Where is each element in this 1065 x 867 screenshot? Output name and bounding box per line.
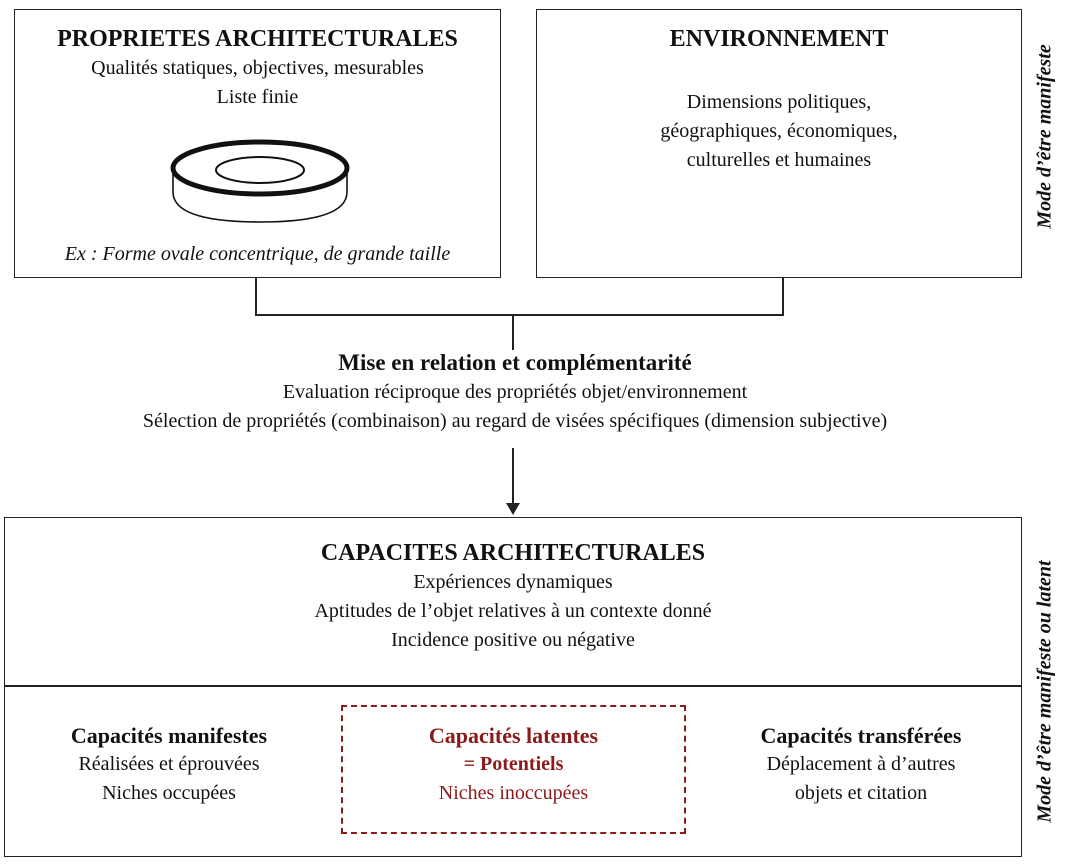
proprietes-title: PROPRIETES ARCHITECTURALES <box>57 26 458 52</box>
capacites-manifestes: Capacités manifestes Réalisées et éprouv… <box>19 721 319 808</box>
environnement-box: ENVIRONNEMENT Dimensions politiques, géo… <box>536 9 1022 278</box>
capacites-architecturales-box: CAPACITES ARCHITECTURALES Expériences dy… <box>4 517 1022 857</box>
transferees-line-1: Déplacement à d’autres <box>766 753 956 775</box>
latentes-title: Capacités latentes <box>428 723 599 748</box>
latentes-subtitle: = Potentiels <box>463 753 564 775</box>
arrow-down-icon <box>506 503 520 515</box>
arrow-shaft <box>512 448 514 508</box>
connector-right-vertical <box>782 278 784 315</box>
capacites-line-3: Incidence positive ou négative <box>391 629 635 651</box>
manifestes-title: Capacités manifestes <box>70 723 268 748</box>
environnement-line-3: culturelles et humaines <box>686 149 872 171</box>
proprietes-architecturales-box: PROPRIETES ARCHITECTURALES Qualités stat… <box>14 9 501 278</box>
manifestes-line-2: Niches occupées <box>102 782 236 804</box>
connector-center-vertical <box>512 314 514 350</box>
capacites-line-2: Aptitudes de l’objet relatives à un cont… <box>314 600 712 622</box>
environnement-title: ENVIRONNEMENT <box>669 26 889 52</box>
transferees-line-2: objets et citation <box>794 782 928 804</box>
side-label-top: Mode d’être manifeste <box>1033 44 1056 229</box>
relation-title: Mise en relation et complémentarité <box>338 350 692 375</box>
transferees-title: Capacités transférées <box>760 723 962 748</box>
environnement-line-1: Dimensions politiques, <box>686 91 872 113</box>
capacites-line-1: Expériences dynamiques <box>413 571 613 593</box>
proprietes-line-1: Qualités statiques, objectives, mesurabl… <box>91 57 424 79</box>
concentric-oval-ring-icon <box>170 139 350 223</box>
relation-block: Mise en relation et complémentarité Eval… <box>0 348 1030 436</box>
connector-horizontal <box>255 314 784 316</box>
latentes-line-1: Niches inoccupées <box>438 782 589 804</box>
capacites-divider <box>5 685 1021 687</box>
connector-left-vertical <box>255 278 257 315</box>
manifestes-line-1: Réalisées et éprouvées <box>78 753 260 775</box>
side-label-bottom: Mode d’être manifeste ou latent <box>1033 560 1056 823</box>
relation-line-1: Evaluation réciproque des propriétés obj… <box>282 381 748 403</box>
proprietes-example: Ex : Forme ovale concentrique, de grande… <box>64 243 451 265</box>
capacites-latentes-box: Capacités latentes = Potentiels Niches i… <box>341 705 686 834</box>
capacites-title: CAPACITES ARCHITECTURALES <box>320 540 706 566</box>
proprietes-line-2: Liste finie <box>216 86 299 108</box>
capacites-transferees: Capacités transférées Déplacement à d’au… <box>711 721 1011 808</box>
environnement-line-2: géographiques, économiques, <box>660 120 898 142</box>
relation-line-2: Sélection de propriétés (combinaison) au… <box>142 410 888 432</box>
